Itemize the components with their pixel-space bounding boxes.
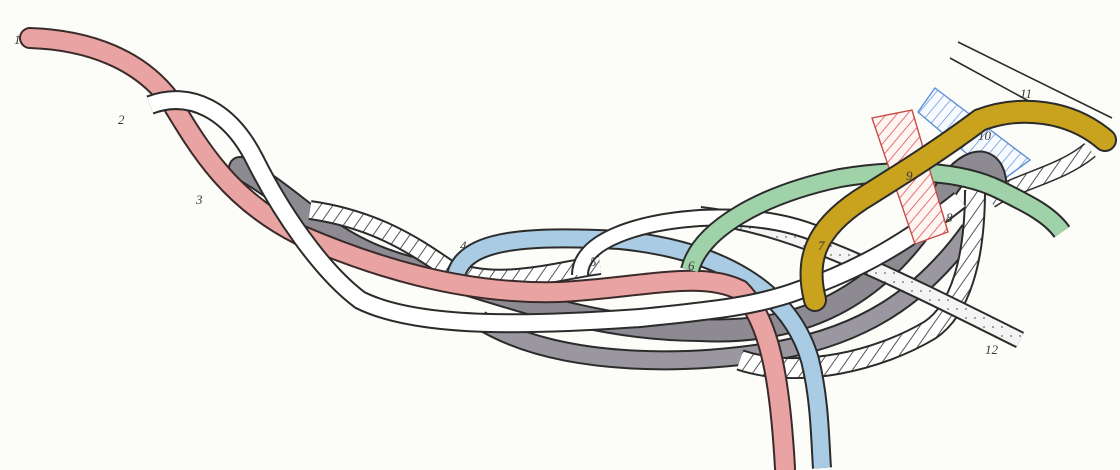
label-7: 7 bbox=[818, 238, 825, 253]
label-12: 12 bbox=[985, 342, 999, 357]
label-9: 9 bbox=[906, 168, 913, 183]
label-8: 8 bbox=[946, 210, 953, 225]
label-1: 1 bbox=[14, 32, 21, 47]
label-11: 11 bbox=[1020, 86, 1032, 101]
label-4: 4 bbox=[460, 238, 467, 253]
label-10: 10 bbox=[978, 128, 992, 143]
label-2: 2 bbox=[118, 112, 125, 127]
label-5: 5 bbox=[590, 254, 597, 269]
label-3: 3 bbox=[195, 192, 203, 207]
label-6: 6 bbox=[688, 258, 695, 273]
